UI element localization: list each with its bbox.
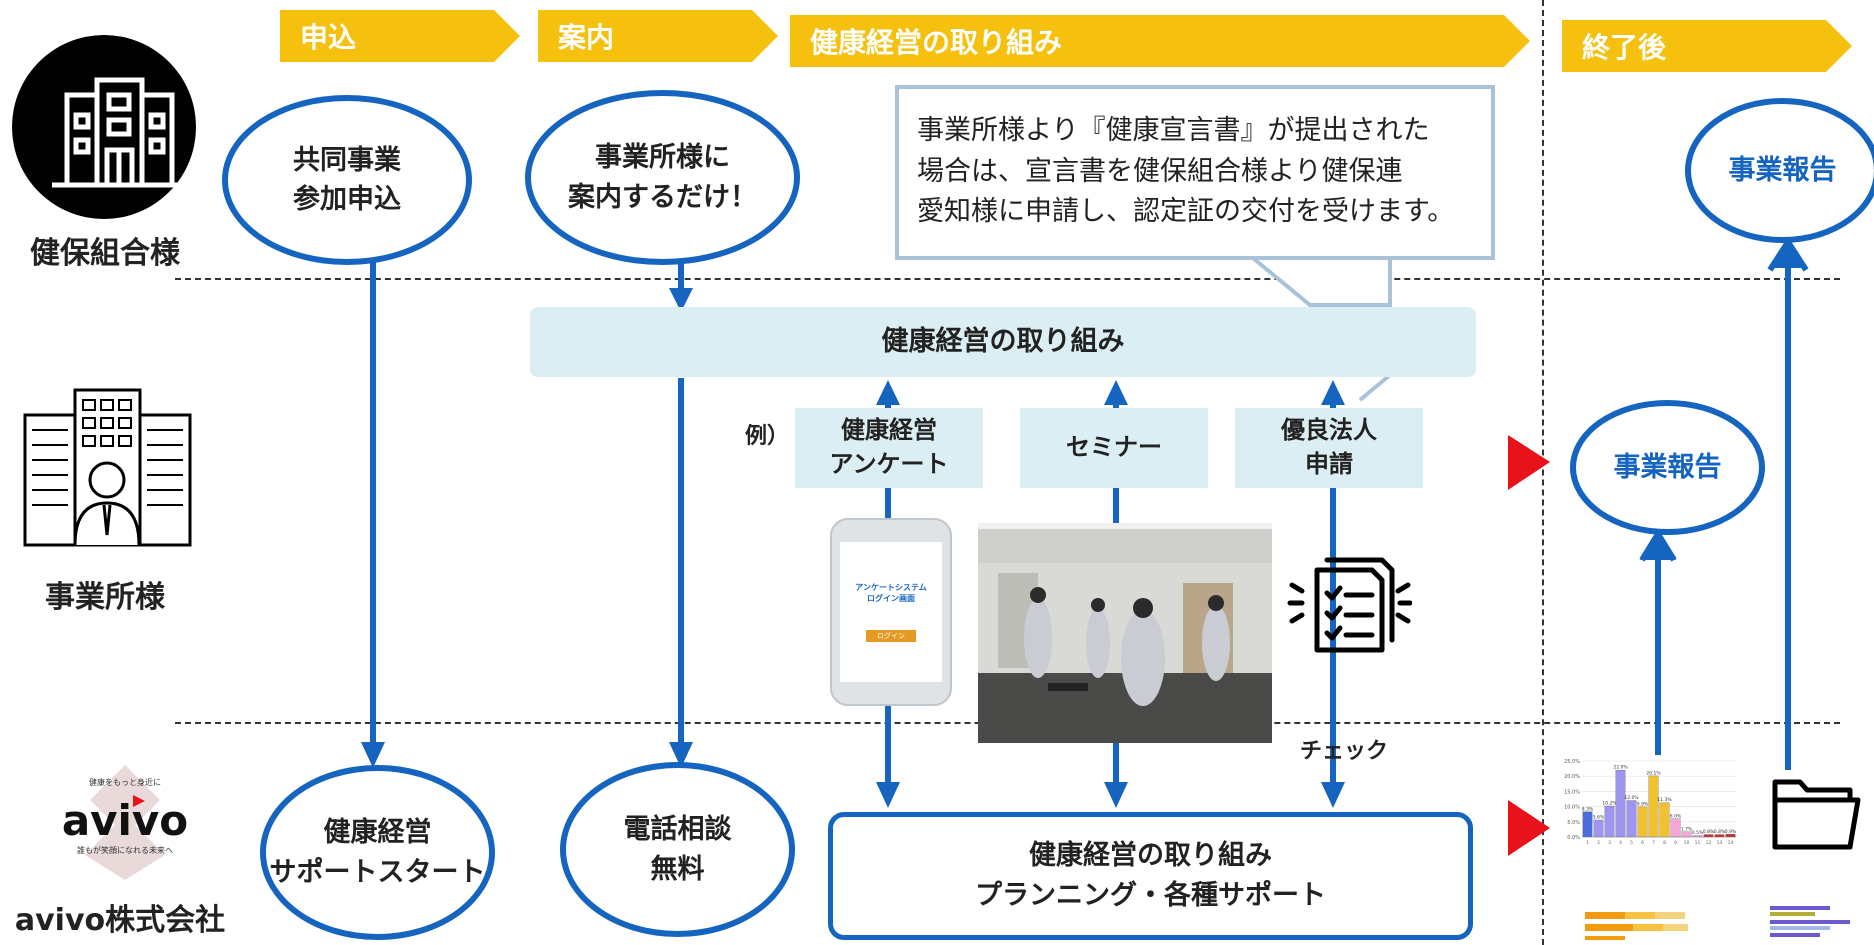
union-guide-step: 事業所様に 案内するだけ！ — [525, 90, 800, 265]
chart-category-label: 8 — [1663, 840, 1666, 846]
checklist-icon — [1282, 555, 1413, 660]
chart-category-label: 9 — [1674, 840, 1677, 846]
phone-login-button: ログイン — [866, 630, 916, 642]
activity-survey: 健康経営 アンケート — [795, 408, 983, 488]
seminar-photo — [978, 523, 1272, 743]
phase-divider — [1542, 0, 1544, 945]
report-mini-table — [1565, 900, 1715, 940]
chart-data-label: 12.0% — [1624, 795, 1639, 801]
smartphone-image: アンケートシステム ログイン画面 ログイン — [830, 518, 952, 706]
office-report-step: 事業報告 — [1570, 400, 1765, 535]
chart-category-label: 7 — [1652, 840, 1655, 846]
declaration-callout: 事業所様より『健康宣言書』が提出された 場合は、宣言書を健保組合様より健保連 愛… — [895, 85, 1495, 260]
row-label-office: 事業所様 — [45, 580, 165, 615]
folder-icon — [1765, 762, 1865, 857]
chart-category-label: 13 — [1717, 840, 1723, 846]
chart-y-tick-label: 15.0% — [1564, 789, 1580, 795]
chart-bar — [1670, 818, 1681, 838]
phase-guide: 案内 — [538, 10, 778, 62]
example-label: 例） — [745, 424, 790, 449]
building-icon — [12, 35, 197, 220]
row-label-company: avivo株式会社 — [14, 903, 226, 938]
phase-after: 終了後 — [1562, 20, 1852, 72]
chart-y-tick-label: 10.0% — [1564, 805, 1580, 811]
chart-category-label: 2 — [1597, 840, 1600, 846]
activity-certification: 優良法人 申請 — [1235, 408, 1423, 488]
svg-text:誰もが笑顔になれる未来へ: 誰もが笑顔になれる未来へ — [77, 845, 173, 855]
chart-bar — [1582, 811, 1593, 838]
chart-data-label: 5.6% — [1593, 814, 1605, 820]
chart-category-label: 3 — [1608, 840, 1611, 846]
chart-data-label: 0.9% — [1725, 829, 1737, 835]
chart-bar — [1648, 775, 1659, 838]
check-label: チェック — [1300, 739, 1389, 764]
flow-line-certification — [1330, 395, 1336, 785]
chart-bar — [1604, 805, 1615, 838]
chart-bar — [1626, 800, 1637, 838]
union-apply-step: 共同事業 参加申込 — [222, 95, 472, 265]
flow-line-final-report — [1785, 250, 1791, 770]
row-divider-top — [175, 278, 1840, 280]
chart-bar — [1681, 831, 1692, 838]
union-report-step: 事業報告 — [1685, 98, 1874, 243]
chart-category-label: 12 — [1706, 840, 1712, 846]
chart-data-label: 9.9% — [1637, 801, 1649, 807]
chart-data-label: 0.5% — [1692, 830, 1704, 836]
chart-category-label: 10 — [1684, 840, 1690, 846]
chart-category-label: 4 — [1619, 840, 1622, 846]
company-consult-step: 電話相談 無料 — [560, 762, 795, 937]
flow-line-apply — [370, 262, 376, 742]
chart-category-label: 5 — [1630, 840, 1633, 846]
chart-y-tick-label: 25.0% — [1564, 759, 1580, 765]
chart-data-label: 8.3% — [1582, 806, 1594, 812]
chart-y-tick-label: 20.0% — [1564, 774, 1580, 780]
chart-data-label: 0.8% — [1714, 829, 1726, 835]
chart-category-label: 14 — [1728, 840, 1734, 846]
row-label-union: 健保組合様 — [30, 236, 180, 271]
chart-bar — [1637, 806, 1648, 838]
flow-line-guide-top — [678, 262, 684, 292]
chart-data-label: 11.3% — [1657, 797, 1672, 803]
chart-y-tick-label: 5.0% — [1567, 820, 1580, 826]
phone-screen-title: アンケートシステム ログイン画面 — [855, 583, 927, 603]
flow-line-guide-bottom — [678, 378, 684, 743]
company-planning-box: 健康経営の取り組み プランニング・各種サポート — [828, 812, 1473, 940]
chart-data-label: 22.0% — [1613, 765, 1628, 771]
chart-bar — [1615, 769, 1626, 838]
chart-bar — [1593, 819, 1604, 838]
phase-apply: 申込 — [280, 10, 520, 62]
chart-data-label: 20.1% — [1646, 770, 1661, 776]
company-support-start-step: 健康経営 サポートスタート — [260, 765, 495, 940]
report-mini-bars — [1735, 900, 1865, 940]
svg-text:avivo: avivo — [62, 796, 188, 845]
office-initiatives-box: 健康経営の取り組み — [530, 307, 1476, 377]
report-chart: 0.0% 5.0% 10.0% 15.0% 20.0% 25.0% 8.3% 1 5.6% 2 10… — [1564, 759, 1737, 846]
chart-data-label: 10.2% — [1602, 800, 1617, 806]
chart-bar — [1659, 802, 1670, 838]
chart-category-label: 11 — [1695, 840, 1701, 846]
phase-initiatives: 健康経営の取り組み — [790, 15, 1530, 67]
office-worker-icon — [20, 385, 195, 555]
avivo-logo: 健康をもっと身近に avivo 誰もが笑顔になれる未来へ — [55, 765, 195, 880]
chart-category-label: 6 — [1641, 840, 1644, 846]
chart-data-label: 1.7% — [1681, 826, 1693, 832]
flow-line-office-report — [1655, 555, 1661, 755]
activity-seminar: セミナー — [1020, 408, 1208, 488]
chart-data-label: 6.0% — [1670, 813, 1682, 819]
chart-category-label: 1 — [1586, 840, 1589, 846]
chart-data-label: 0.8% — [1703, 829, 1715, 835]
phone-screen: アンケートシステム ログイン画面 ログイン — [840, 542, 942, 682]
chart-y-tick-label: 0.0% — [1567, 835, 1580, 841]
svg-text:健康をもっと身近に: 健康をもっと身近に — [89, 777, 161, 787]
